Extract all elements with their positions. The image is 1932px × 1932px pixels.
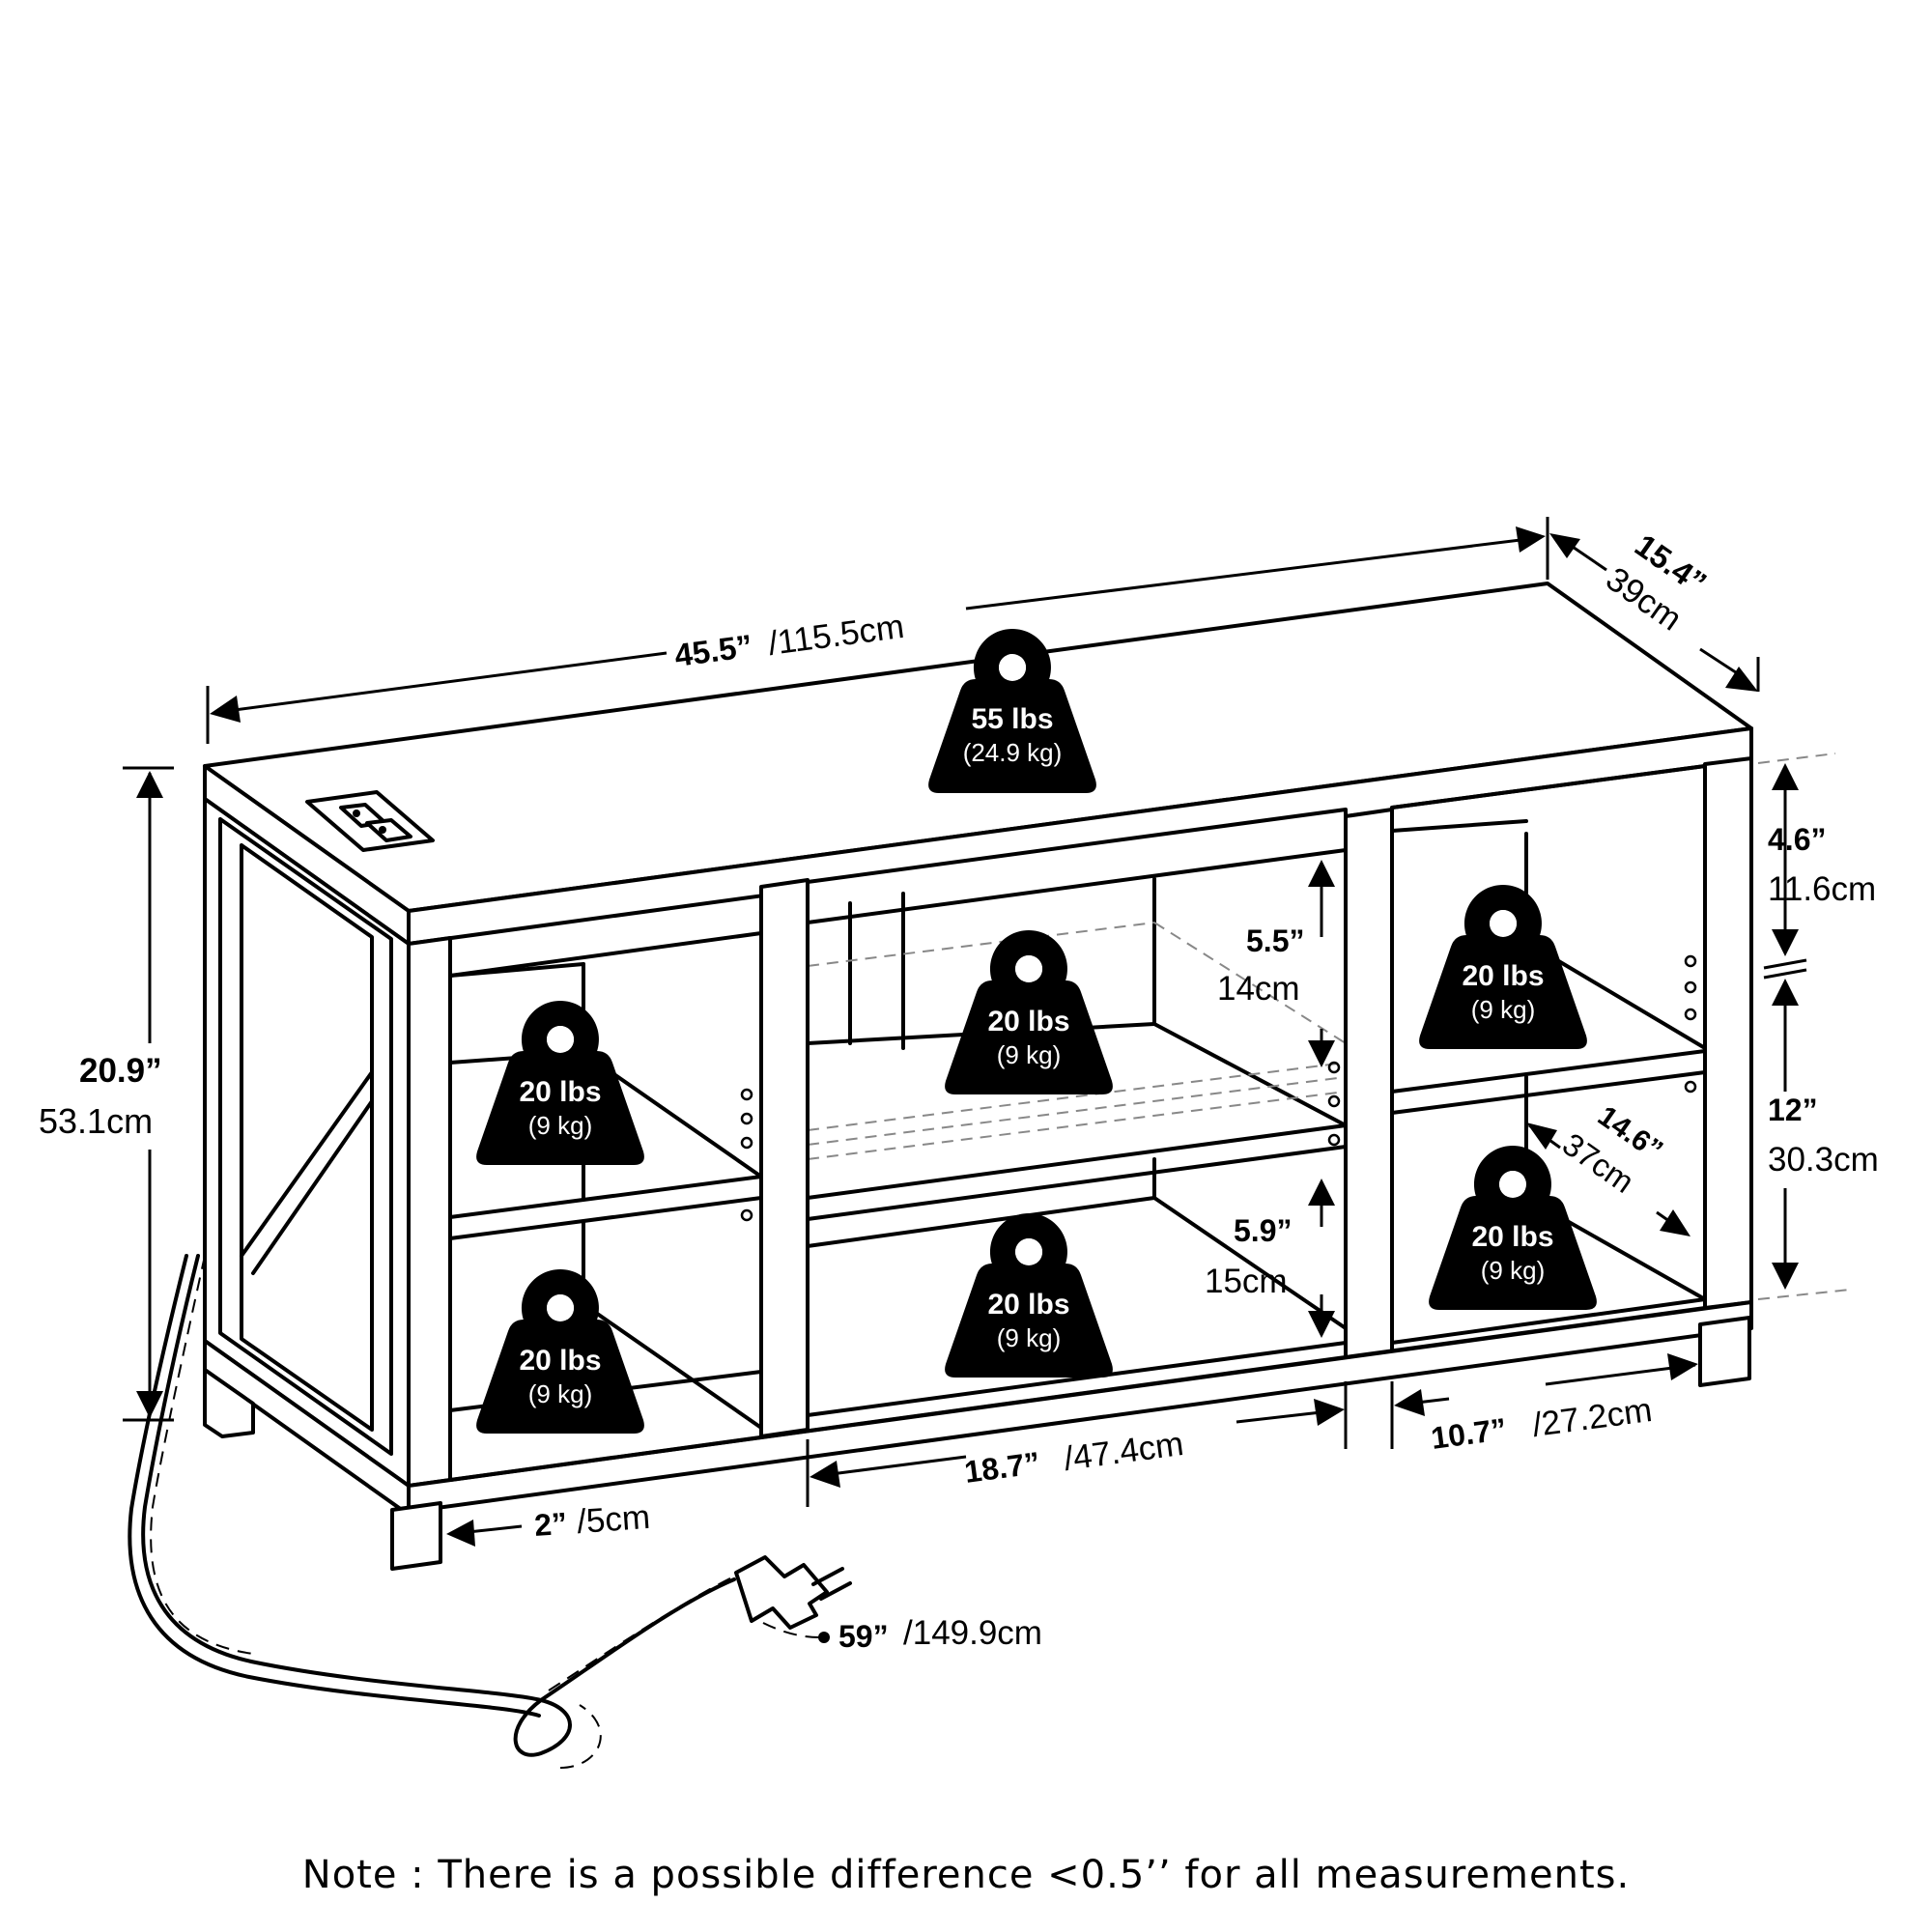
shelf-upper-in-label: 5.5” (1246, 923, 1304, 958)
front-post-center-right (1344, 808, 1394, 1361)
height-in-label: 20.9” (79, 1052, 162, 1090)
weight-center-upper-lbs: 20 lbs (987, 1006, 1069, 1037)
front-post-center-left (759, 878, 810, 1438)
shelf-peg-holes (740, 954, 1697, 1222)
side-open-cm-label: 30.3cm (1768, 1141, 1879, 1179)
cord-cm-label: /149.9cm (903, 1614, 1042, 1652)
leg-in-label: 2” (533, 1506, 568, 1543)
shelf-upper-cm-label: 14cm (1217, 970, 1300, 1008)
center-width-cm-label: /47.4cm (1062, 1425, 1186, 1478)
dimension-labels: 45.5” /115.5cm 15.4” 39cm 20.9” 53.1cm 4… (39, 526, 1879, 1654)
shelf-lower-cm-label: 15cm (1205, 1263, 1288, 1300)
weight-right-upper: 20 lbs (9 kg) (1419, 885, 1587, 1049)
front-post-left (407, 936, 452, 1488)
power-outlet (305, 790, 435, 852)
weight-top: 55 lbs (24.9 kg) (928, 629, 1096, 793)
weight-right-upper-lbs: 20 lbs (1462, 960, 1544, 992)
height-cm-label: 53.1cm (39, 1101, 153, 1141)
dimension-lines (123, 517, 1851, 1547)
weight-left-lower-lbs: 20 lbs (519, 1345, 601, 1377)
side-width-in-label: 10.7” (1429, 1411, 1508, 1456)
width-in-label: 45.5” (672, 628, 754, 673)
weight-right-lower-lbs: 20 lbs (1471, 1221, 1553, 1253)
top-gap-in-label: 4.6” (1768, 822, 1826, 857)
weight-center-upper-kg: (9 kg) (997, 1040, 1061, 1069)
weight-left-lower: 20 lbs (9 kg) (476, 1269, 644, 1434)
weight-center-lower-kg: (9 kg) (997, 1323, 1061, 1352)
weight-left-upper: 20 lbs (9 kg) (476, 1001, 644, 1165)
weight-top-kg: (24.9 kg) (963, 738, 1063, 767)
front-post-right (1703, 756, 1753, 1310)
side-width-cm-label: /27.2cm (1530, 1391, 1655, 1444)
weight-center-upper: 20 lbs (9 kg) (945, 930, 1113, 1094)
cord-in-label: 59” (838, 1619, 889, 1654)
weight-right-upper-kg: (9 kg) (1471, 995, 1535, 1024)
leg-cm-label: /5cm (576, 1498, 651, 1541)
weight-right-lower-kg: (9 kg) (1481, 1256, 1545, 1285)
side-open-in-label: 12” (1768, 1093, 1818, 1127)
center-width-in-label: 18.7” (962, 1445, 1041, 1490)
weight-left-lower-kg: (9 kg) (528, 1379, 592, 1408)
leg-front-left (390, 1501, 442, 1571)
shelf-lower-in-label: 5.9” (1234, 1213, 1292, 1248)
top-gap-cm-label: 11.6cm (1768, 870, 1876, 908)
width-cm-label: /115.5cm (766, 608, 906, 663)
stand-body (203, 582, 1753, 1571)
weight-left-upper-kg: (9 kg) (528, 1111, 592, 1140)
weight-right-lower: 20 lbs (9 kg) (1429, 1146, 1597, 1310)
measurement-note: Note : There is a possible difference <0… (301, 1853, 1631, 1897)
plug (734, 1555, 829, 1630)
weight-center-lower: 20 lbs (9 kg) (945, 1213, 1113, 1378)
weight-top-lbs: 55 lbs (971, 703, 1053, 735)
leg-front-right (1698, 1316, 1751, 1387)
leg-back-left (203, 1368, 255, 1438)
weight-left-upper-lbs: 20 lbs (519, 1076, 601, 1108)
weight-center-lower-lbs: 20 lbs (987, 1289, 1069, 1321)
